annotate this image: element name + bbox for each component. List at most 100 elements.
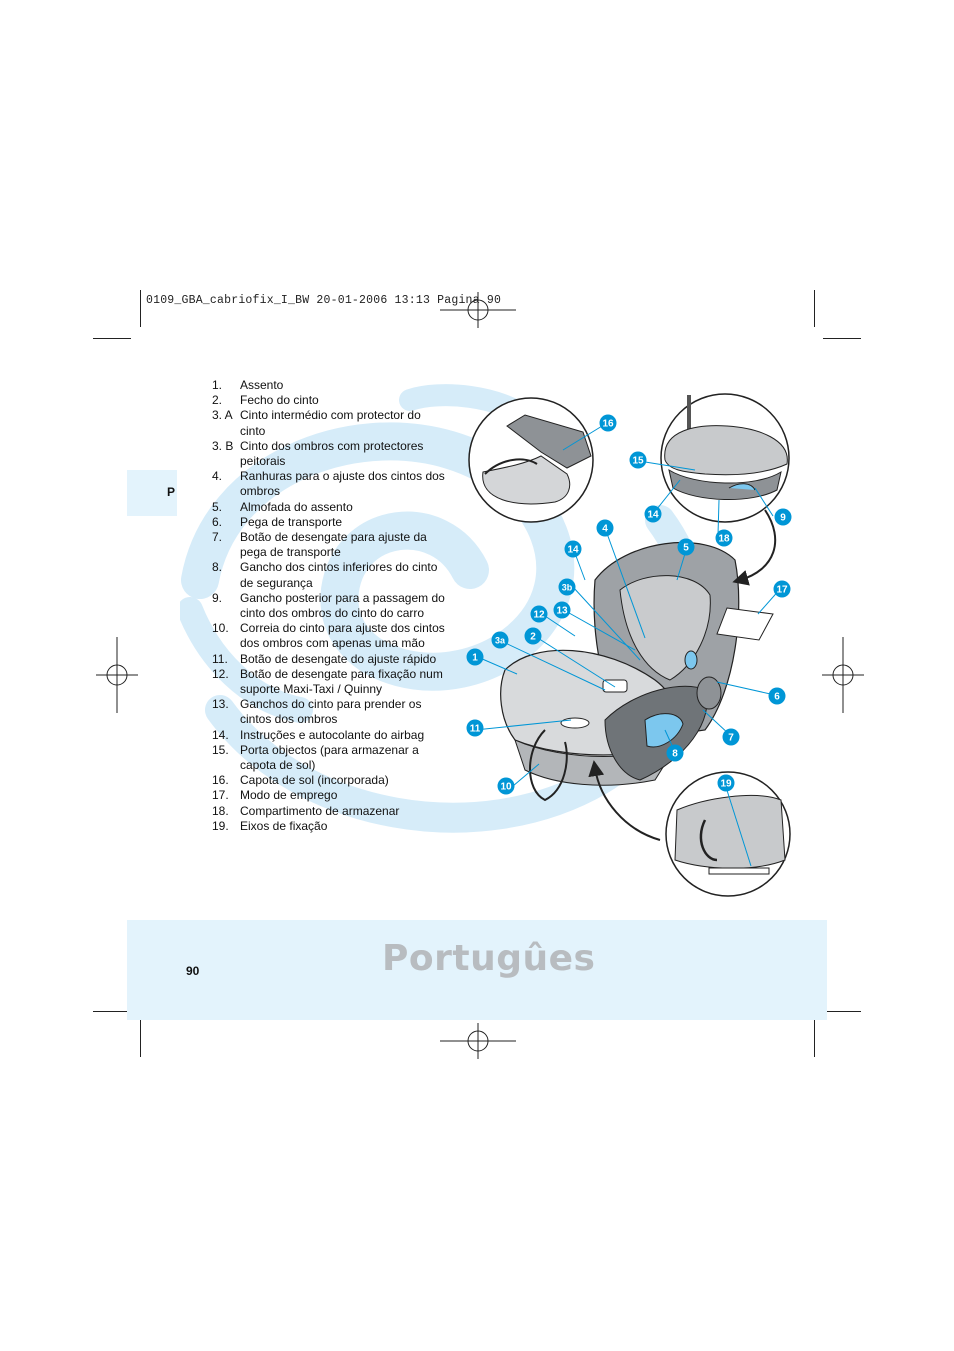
parts-list-text: Gancho posterior para a passagem do cint… [240,590,445,621]
crop-mark-icon [93,1011,131,1012]
crop-mark-icon [814,290,815,327]
crop-mark-icon [140,1020,141,1057]
parts-list-number: 9. [212,590,223,605]
callout-14: 14 [564,540,582,558]
svg-text:13: 13 [556,606,568,617]
svg-text:14: 14 [647,510,659,521]
callout-3a: 3a [491,631,509,649]
callout-9: 9 [774,508,792,526]
callout-6: 6 [768,687,786,705]
language-tab-label: P [167,485,176,499]
parts-list-text: Fecho do cinto [240,393,319,408]
car-seat-icon [500,542,774,802]
registration-mark-icon [440,1023,516,1059]
parts-list-text: Compartimento de armazenar [240,803,400,818]
svg-text:6: 6 [774,692,780,703]
parts-list-number: 12. [212,666,229,681]
parts-list-number: 2. [212,393,223,408]
svg-text:7: 7 [728,733,734,744]
parts-list-item: 13. Ganchos do cinto para prender os cint… [200,697,445,727]
parts-list-text: Eixos de fixação [240,818,328,833]
callout-16: 16 [599,414,617,432]
svg-text:14: 14 [567,545,579,556]
callout-17: 17 [773,580,791,598]
svg-text:4: 4 [602,524,608,535]
parts-list-number: 8. [212,560,223,575]
svg-text:18: 18 [718,534,730,545]
svg-text:3b: 3b [562,583,573,593]
crop-mark-icon [93,338,131,339]
parts-list-text: Porta objectos (para armazenar a capota … [240,742,419,773]
parts-list-item: 12. Botão de desengate para fixação num s… [200,667,445,697]
parts-list-text: Ganchos do cinto para prender os cintos … [240,697,422,727]
registration-mark-icon [822,637,864,713]
svg-text:9: 9 [780,513,786,524]
canopy-icon [506,414,592,469]
parts-list-text: Almofada do assento [240,499,353,514]
svg-text:5: 5 [683,543,689,554]
car-seat-icon [482,455,571,505]
svg-text:11: 11 [470,724,481,735]
parts-list-text: Pega de transporte [240,514,343,529]
parts-list-item: 8. Gancho dos cintos inferiores do cinto … [200,560,445,590]
callout-12: 12 [530,605,548,623]
parts-list-number: 5. [212,499,223,514]
svg-text:17: 17 [776,585,788,596]
svg-text:12: 12 [533,610,545,621]
section-title: Portugûes [382,938,596,979]
language-tab: P [127,470,177,516]
parts-list-text: Cinto dos ombros com protectores peitora… [240,438,424,469]
parts-list-item: 17.Modo de emprego [200,788,445,803]
parts-list-text: Capota de sol (incorporada) [240,773,389,788]
callout-13: 13 [553,601,571,619]
svg-text:10: 10 [500,782,512,793]
callout-7: 7 [722,728,740,746]
parts-list-text: Gancho dos cintos inferiores do cinto de… [240,560,438,590]
crop-mark-icon [823,338,861,339]
parts-list-number: 13. [212,697,229,712]
parts-list-item: 7.Botão de desengate para ajuste da pega… [200,530,445,560]
parts-list-item: 11. Botão de desengate do ajuste rápido [200,652,445,667]
svg-text:1: 1 [472,653,478,664]
parts-list-text: Botão de desengate para fixação num supo… [240,666,443,697]
parts-list-text: Assento [240,378,284,392]
parts-list-number: 18. [212,803,229,818]
parts-list-text: Botão de desengate do ajuste rápido [240,651,437,666]
footer-band [127,920,827,1020]
parts-list-item: 10. Correia do cinto para ajuste dos cint… [200,621,445,651]
parts-list-item: 5. Almofada do assento [200,500,445,515]
parts-list-item: 19.Eixos de fixação [200,819,445,834]
parts-list-number: 16. [212,773,229,788]
svg-text:8: 8 [672,749,678,760]
svg-text:19: 19 [720,779,732,790]
svg-text:16: 16 [602,419,614,430]
callout-14-inset: 14 [644,505,662,523]
parts-list-number: 6. [212,514,223,529]
parts-list-number: 17. [212,788,229,803]
attachment-inset [665,771,791,897]
parts-list-number: 11. [212,651,228,666]
callout-2: 2 [524,627,542,645]
callout-11: 11 [466,719,484,737]
parts-list-item: 2. Fecho do cinto [200,393,445,408]
parts-list-item: 9. Gancho posterior para a passagem do ci… [200,591,445,621]
svg-text:3a: 3a [495,636,506,646]
print-slug: 0109_GBA_cabriofix_I_BW 20-01-2006 13:13… [146,294,502,307]
parts-list-item: 3. A Cinto intermédio com protector do ci… [200,408,445,438]
parts-list-item: 4.Ranhuras para o ajuste dos cintos dos … [200,469,445,499]
parts-list-number: 10. [212,621,229,636]
parts-list-number: 15. [212,742,229,757]
parts-list-number: 3. A [212,408,233,423]
canopy-inset [468,397,594,523]
parts-list-item: 15. Porta objectos (para armazenar a capo… [200,743,445,773]
parts-list-item: 14.Instruções e autocolante do airbag [200,728,445,743]
parts-list-text: Cinto intermédio com protector do cinto [240,408,421,438]
callout-10: 10 [497,777,515,795]
svg-text:2: 2 [530,632,536,643]
parts-list-item: 16. Capota de sol (incorporada) [200,773,445,788]
parts-list-text: Correia do cinto para ajuste dos cintos … [240,621,445,651]
parts-list-number: 7. [212,530,223,545]
parts-list-number: 14. [212,727,229,742]
